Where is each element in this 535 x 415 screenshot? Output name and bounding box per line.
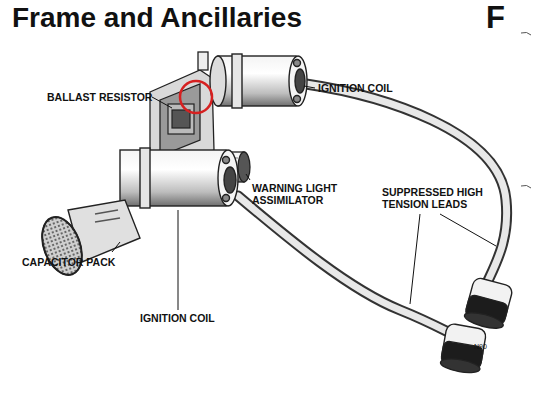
- leader-line: [246, 174, 250, 180]
- mounting-bracket: [198, 52, 208, 70]
- leader-line: [304, 86, 315, 88]
- capacitor-pack: [35, 212, 89, 281]
- ignition-coil: [295, 69, 305, 93]
- ignition-coil: [224, 167, 236, 193]
- leader-line: [440, 214, 496, 246]
- page-title: Frame and Ancillaries: [12, 2, 302, 34]
- ignition-coil: [218, 56, 296, 106]
- ht-lead: [238, 196, 452, 334]
- capacitor-pack: [35, 212, 89, 281]
- ignition-coil: [223, 195, 230, 202]
- warning-light-assimilator: [238, 152, 250, 182]
- capacitor-pack: [35, 200, 140, 280]
- page-mark: [521, 32, 531, 188]
- capacitor-pack: [95, 218, 120, 222]
- ballast-resistor: [168, 104, 194, 134]
- page-mark: [521, 185, 531, 188]
- leader-line: [112, 86, 496, 310]
- ignition-coil: [232, 54, 242, 108]
- leader-line: [112, 242, 120, 252]
- ignition-coil: [210, 54, 307, 108]
- leader-line: [410, 214, 420, 304]
- ignition-coil: [294, 60, 301, 67]
- capacitor-pack: [95, 210, 118, 214]
- highlight-circle: [180, 81, 212, 113]
- section-letter: F: [486, 0, 505, 36]
- ballast-resistor: [168, 104, 194, 134]
- ignition-coil: [218, 150, 238, 206]
- plug-cap: [439, 323, 486, 375]
- part-label: WARNING LIGHT ASSIMILATOR: [252, 182, 364, 206]
- plug-cap: [439, 356, 480, 375]
- part-label: CAPACITOR PACK: [22, 256, 115, 268]
- part-label: IGNITION COIL: [140, 312, 215, 324]
- ignition-coil: [120, 150, 226, 206]
- ballast-resistor: [172, 110, 190, 128]
- drawing-number: N90: [474, 343, 487, 351]
- leader-line: [178, 210, 179, 310]
- part-label: SUPPRESSED HIGH TENSION LEADS: [382, 186, 490, 210]
- plug-cap: [463, 277, 514, 332]
- ignition-coil: [294, 96, 301, 103]
- leader-line: [152, 97, 172, 108]
- highlight-circle: [180, 81, 212, 113]
- part-label: BALLAST RESISTOR: [47, 91, 152, 103]
- page-mark: [521, 32, 531, 35]
- ignition-coil: [223, 157, 230, 164]
- ht-lead: [238, 196, 452, 334]
- ht-lead: [238, 196, 452, 334]
- part-label: IGNITION COIL: [318, 82, 393, 94]
- plug-cap: [439, 277, 513, 375]
- ignition-coil: [289, 56, 307, 106]
- ignition-coil: [120, 148, 238, 208]
- ignition-coil: [140, 148, 150, 208]
